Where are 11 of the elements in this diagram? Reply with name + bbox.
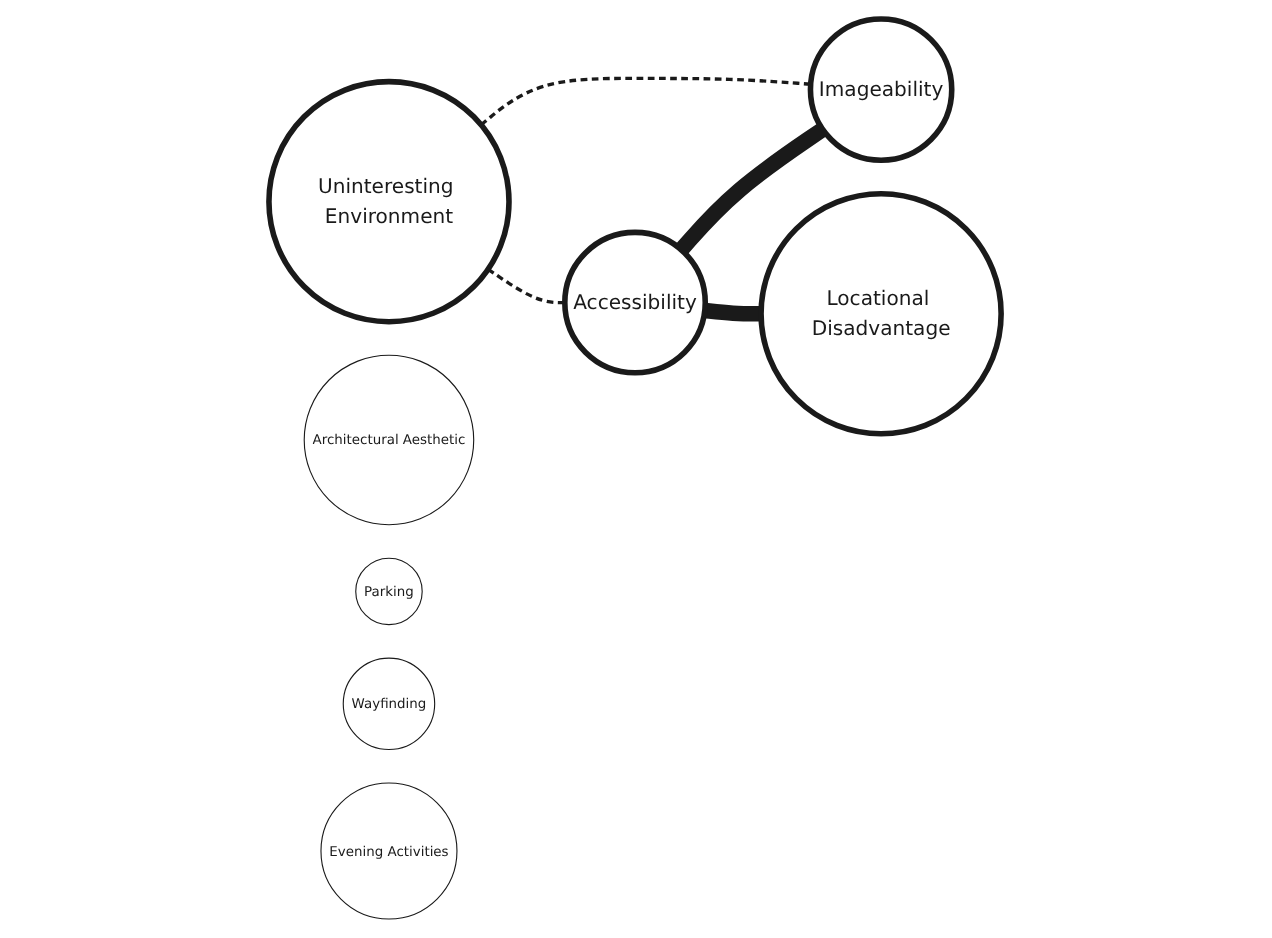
node-circle <box>343 657 437 751</box>
node-circle <box>304 354 476 526</box>
node-circle <box>563 229 709 376</box>
node-circle <box>267 78 513 325</box>
node-circle <box>808 16 956 163</box>
node-circle <box>759 190 1005 437</box>
connector <box>488 267 566 305</box>
node-circle <box>356 557 424 626</box>
node-circle <box>321 782 459 920</box>
connector <box>481 76 812 127</box>
connector <box>676 122 829 255</box>
